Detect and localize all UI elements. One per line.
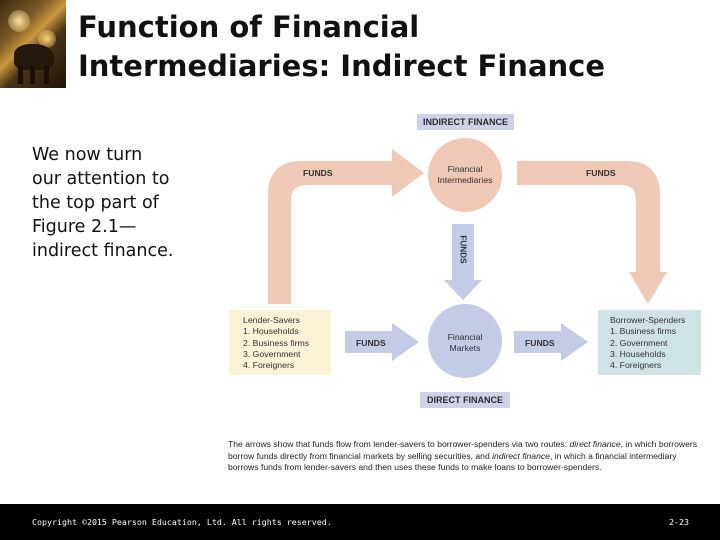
title-line-2: Intermediaries: Indirect Finance bbox=[78, 49, 606, 83]
borrower-spenders-box: Borrower-Spenders 1. Business firms 2. G… bbox=[598, 310, 701, 375]
funds-arrow-markets-to-borrower bbox=[514, 323, 588, 361]
lender-item: 1. Households bbox=[243, 326, 299, 337]
title-line-1: Function of Financial bbox=[78, 10, 420, 44]
borrower-title: Borrower-Spenders bbox=[610, 315, 686, 325]
lender-item: 4. Foreigners bbox=[243, 360, 295, 371]
borrower-item: 2. Government bbox=[610, 337, 668, 348]
copyright-notice: Copyright ©2015 Pearson Education, Ltd. … bbox=[32, 517, 332, 527]
financial-markets-circle bbox=[428, 304, 502, 378]
bull-photo bbox=[0, 0, 66, 88]
funds-label-direct-right: FUNDS bbox=[525, 338, 555, 348]
funds-arrow-intermediaries-to-borrower bbox=[517, 161, 667, 304]
caption-italic-1: direct finance bbox=[569, 439, 621, 449]
funds-label-top-right: FUNDS bbox=[586, 168, 616, 178]
caption-italic-2: indirect finance bbox=[492, 450, 550, 461]
direct-finance-label: DIRECT FINANCE bbox=[420, 392, 510, 408]
financial-intermediaries-circle bbox=[428, 138, 502, 212]
markets-line-1: Financial bbox=[447, 332, 483, 342]
funds-label-direct-left: FUNDS bbox=[356, 338, 386, 348]
funds-label-vertical: FUNDS bbox=[458, 235, 468, 264]
caption-part-3: , in which a financial intermediary borr… bbox=[228, 450, 677, 473]
borrower-item: 3. Households bbox=[610, 348, 666, 359]
body-line: We now turn bbox=[32, 145, 143, 165]
body-line: Figure 2.1— bbox=[32, 217, 137, 237]
lender-title: Lender-Savers bbox=[243, 315, 300, 325]
borrower-item: 1. Business firms bbox=[610, 326, 677, 337]
intermediaries-line-2: Intermediaries bbox=[437, 175, 493, 185]
lender-item: 3. Government bbox=[243, 348, 301, 359]
markets-label: Financial Markets bbox=[428, 332, 502, 354]
markets-line-2: Markets bbox=[449, 343, 481, 353]
body-line: the top part of bbox=[32, 193, 159, 213]
caption-part-2: , in which borrowers borrow funds direct… bbox=[228, 439, 698, 461]
body-line: our attention to bbox=[32, 169, 170, 189]
funds-arrow-intermediaries-to-markets bbox=[444, 224, 482, 300]
figure-caption: The arrows show that funds flow from len… bbox=[228, 439, 702, 474]
body-line: indirect finance. bbox=[32, 241, 174, 261]
lender-item: 2. Business firms bbox=[243, 337, 310, 348]
borrower-item: 4. Foreigners bbox=[610, 360, 662, 371]
funds-arrow-lender-to-markets bbox=[345, 323, 419, 361]
funds-label-top-left: FUNDS bbox=[303, 168, 333, 178]
body-text: We now turn our attention to the top par… bbox=[32, 143, 212, 263]
funds-arrow-lender-to-intermediaries bbox=[268, 149, 424, 304]
footer-bar: Copyright ©2015 Pearson Education, Ltd. … bbox=[0, 504, 720, 540]
intermediaries-label: Financial Intermediaries bbox=[428, 164, 502, 186]
slide-title: Function of Financial Intermediaries: In… bbox=[78, 8, 605, 86]
indirect-finance-label: INDIRECT FINANCE bbox=[417, 114, 514, 130]
lender-savers-box: Lender-Savers 1. Households 2. Business … bbox=[229, 310, 331, 375]
intermediaries-line-1: Financial bbox=[447, 164, 483, 174]
page-number: 2-23 bbox=[669, 517, 689, 527]
caption-part-1: The arrows show that funds flow from len… bbox=[228, 439, 570, 449]
